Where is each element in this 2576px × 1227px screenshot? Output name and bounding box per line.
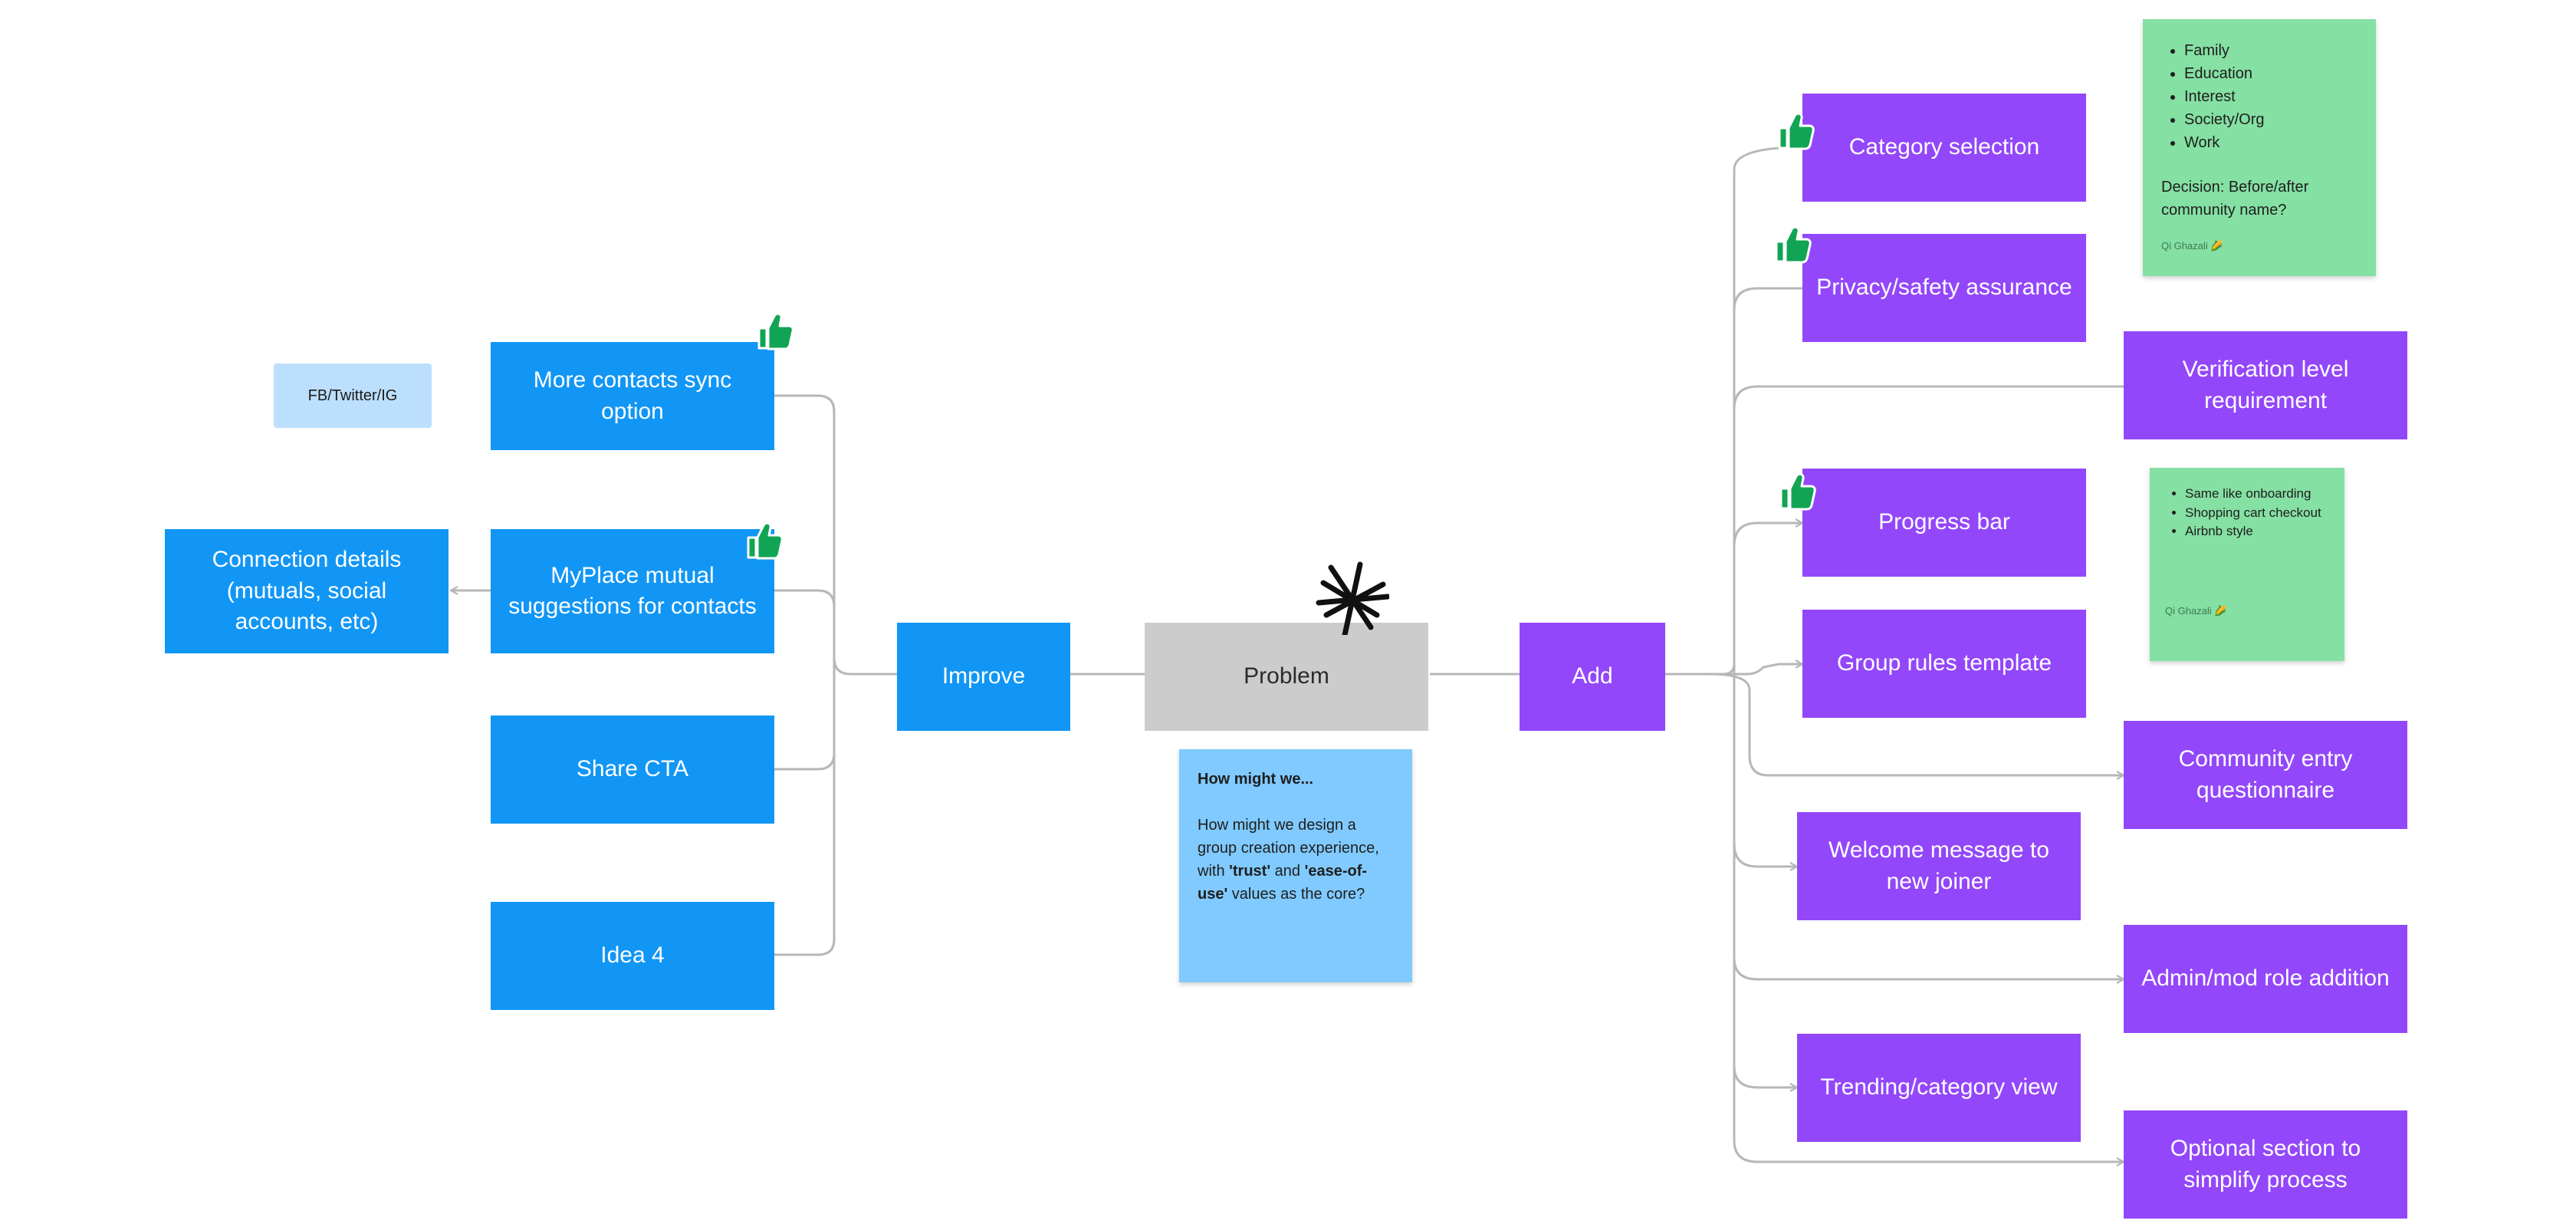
more-contacts-sync-label: More contacts sync option [533,367,732,424]
how-might-we-sticky[interactable]: How might we... How might we design a gr… [1179,749,1412,982]
category-selection-label: Category selection [1848,134,2040,160]
welcome-message-node[interactable]: Welcome message to new joiner [1797,812,2081,920]
share-cta-label: Share CTA [576,756,689,782]
category-options-sticky[interactable]: Family Education Interest Society/Org Wo… [2143,19,2376,276]
thumbs-up-icon[interactable] [742,519,785,562]
verification-level-node[interactable]: Verification level requirement [2124,331,2407,439]
category-selection-node[interactable]: Category selection [1802,94,2086,202]
community-entry-questionnaire-node[interactable]: Community entry questionnaire [2124,721,2407,829]
category-option: Family [2184,39,2358,62]
welcome-message-label: Welcome message to new joiner [1829,837,2049,894]
add-node[interactable]: Add [1520,623,1665,731]
category-options-list: Family Education Interest Society/Org Wo… [2161,39,2358,154]
hmw-ease-of-use: 'ease-of-use' [1198,863,1368,903]
improve-label: Improve [941,663,1026,689]
improve-node[interactable]: Improve [897,623,1070,731]
more-contacts-sync-node[interactable]: More contacts sync option [491,342,774,450]
idea-4-node[interactable]: Idea 4 [491,902,774,1010]
optional-section-label: Optional section to simplify process [2170,1136,2361,1192]
how-might-we-text: How might we design a group creation exp… [1198,814,1394,906]
myplace-mutual-suggestions-label: MyPlace mutual suggestions for contacts [508,562,757,620]
hmw-and: and [1270,863,1305,880]
social-networks-tag[interactable]: FB/Twitter/IG [274,363,432,428]
verification-level-label: Verification level requirement [2182,357,2349,413]
progress-bar-node[interactable]: Progress bar [1802,469,2086,577]
group-rules-template-label: Group rules template [1836,650,2052,676]
category-option: Work [2184,131,2358,154]
hmw-text-end: values as the core? [1227,886,1365,903]
trending-category-view-label: Trending/category view [1820,1074,2058,1100]
sticky-author: Qi Ghazali 🌽 [2161,240,2223,252]
group-rules-template-node[interactable]: Group rules template [1802,610,2086,718]
category-decision-note: Decision: Before/after community name? [2161,179,2309,219]
optional-section-node[interactable]: Optional section to simplify process [2124,1110,2407,1219]
connection-details-node[interactable]: Connection details (mutuals, social acco… [165,529,449,653]
problem-label: Problem [1244,663,1329,689]
privacy-safety-label: Privacy/safety assurance [1816,275,2072,301]
category-option: Society/Org [2184,108,2358,131]
asterisk-scribble-icon [1316,561,1389,635]
progress-idea: Airbnb style [2185,522,2329,541]
admin-mod-role-node[interactable]: Admin/mod role addition [2124,925,2407,1033]
privacy-safety-node[interactable]: Privacy/safety assurance [1802,234,2086,342]
share-cta-node[interactable]: Share CTA [491,715,774,824]
progress-bar-ideas-sticky[interactable]: Same like onboarding Shopping cart check… [2150,468,2344,661]
connection-details-label: Connection details (mutuals, social acco… [212,547,402,635]
progress-idea: Shopping cart checkout [2185,504,2329,523]
thumbs-up-icon[interactable] [1773,110,1816,153]
sticky-author: Qi Ghazali 🌽 [2165,604,2227,617]
community-entry-questionnaire-label: Community entry questionnaire [2178,746,2353,803]
progress-ideas-list: Same like onboarding Shopping cart check… [2165,485,2329,541]
hmw-trust: 'trust' [1229,863,1271,880]
myplace-mutual-suggestions-node[interactable]: MyPlace mutual suggestions for contacts [491,529,774,653]
progress-idea: Same like onboarding [2185,485,2329,504]
admin-mod-role-label: Admin/mod role addition [2141,965,2390,992]
thumbs-up-icon[interactable] [1770,223,1813,266]
category-option: Education [2184,62,2358,85]
how-might-we-heading: How might we... [1198,771,1314,788]
problem-node[interactable]: Problem [1145,623,1428,731]
idea-4-label: Idea 4 [600,942,665,969]
social-networks-tag-label: FB/Twitter/IG [307,387,398,404]
category-option: Interest [2184,85,2358,108]
hmw-text-part: How might we design a group creation exp… [1198,817,1379,880]
add-label: Add [1572,663,1613,689]
thumbs-up-icon[interactable] [753,310,796,353]
progress-bar-label: Progress bar [1878,509,2010,535]
thumbs-up-icon[interactable] [1775,470,1818,513]
trending-category-view-node[interactable]: Trending/category view [1797,1034,2081,1142]
